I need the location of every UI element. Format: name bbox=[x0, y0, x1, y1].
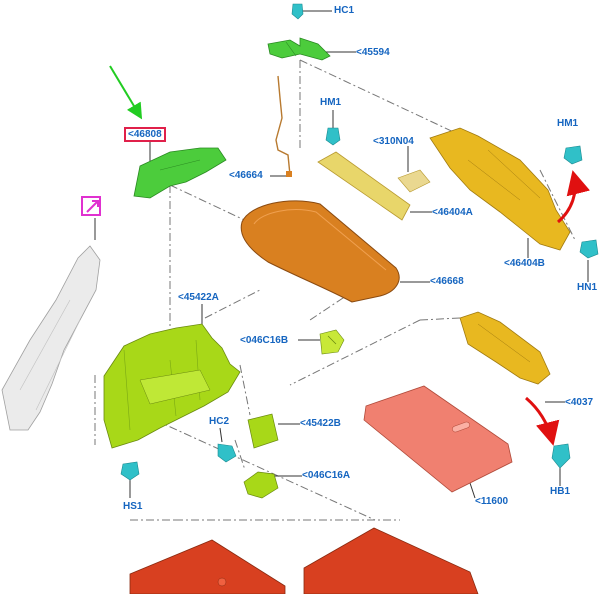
part-046c16a-clip bbox=[243, 471, 279, 499]
fastener-hn1 bbox=[579, 239, 599, 259]
label-46808: <46808 bbox=[124, 127, 166, 142]
label-45422b: <45422B bbox=[300, 418, 341, 429]
label-4037: <4037 bbox=[565, 397, 594, 408]
fastener-hm1-right bbox=[563, 145, 583, 165]
label-46668: <46668 bbox=[430, 276, 464, 287]
part-46404b-trim-panel bbox=[429, 127, 571, 251]
label-046c16a: <046C16A bbox=[302, 470, 351, 481]
part-45422a-panel bbox=[103, 323, 241, 449]
assembly-lines bbox=[94, 59, 576, 521]
part-310n04-clip bbox=[397, 169, 431, 193]
fastener-hb1 bbox=[551, 443, 571, 469]
fastener-hc2 bbox=[217, 443, 237, 463]
part-4037x-cover bbox=[459, 311, 551, 385]
part-46664-wire bbox=[275, 75, 292, 177]
label-leaders bbox=[94, 10, 589, 499]
red-direction-arrow-icon bbox=[556, 170, 590, 224]
part-45594-bracket bbox=[267, 37, 331, 61]
label-hs1: HS1 bbox=[123, 501, 143, 512]
label-hc2: HC2 bbox=[209, 416, 230, 427]
label-hm1-top: HM1 bbox=[320, 97, 342, 108]
part-46668-shelf bbox=[240, 200, 400, 303]
label-hb1: HB1 bbox=[550, 486, 571, 497]
marker-arrow-icon bbox=[86, 200, 99, 213]
part-046c16b-clip bbox=[319, 329, 345, 355]
part-bottom-red-panels bbox=[129, 527, 479, 594]
label-hc1: HC1 bbox=[334, 5, 355, 16]
marker-box bbox=[81, 196, 101, 216]
fastener-hm1-top bbox=[325, 127, 341, 146]
label-hm1-right: HM1 bbox=[557, 118, 579, 129]
label-46404a: <46404A bbox=[432, 207, 473, 218]
label-046c16b: <046C16B bbox=[240, 335, 289, 346]
label-310n04: <310N04 bbox=[373, 136, 414, 147]
part-11600-floor-panel bbox=[363, 385, 513, 493]
part-45422b-block bbox=[247, 413, 279, 449]
clip-hc1 bbox=[291, 3, 304, 20]
fastener-hs1 bbox=[120, 461, 140, 481]
part-pillar-trim-left bbox=[1, 245, 101, 431]
green-pointer-arrow-icon bbox=[109, 65, 143, 120]
label-45422a: <45422A bbox=[178, 292, 219, 303]
label-hn1: HN1 bbox=[577, 282, 598, 293]
part-46404a-strip bbox=[317, 151, 411, 221]
label-46664: <46664 bbox=[229, 170, 263, 181]
label-11600: <11600 bbox=[475, 496, 509, 507]
red-direction-arrow-icon-lower bbox=[525, 396, 560, 446]
part-46808-trim bbox=[133, 147, 227, 199]
label-45594: <45594 bbox=[356, 47, 390, 58]
label-46404b: <46404B bbox=[504, 258, 545, 269]
